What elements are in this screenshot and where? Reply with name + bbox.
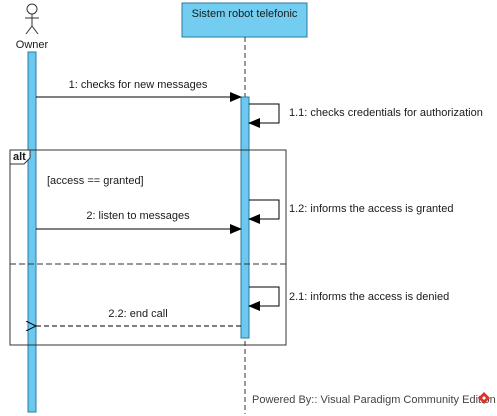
watermark-product: Visual Paradigm Community Edition [320,394,495,406]
owner-activation-bar [27,51,37,413]
message-2-1-label: 2.1: informs the access is denied [289,291,449,303]
message-1-2-arrow [248,199,280,224]
watermark-text: Powered By:: Visual Paradigm Community E… [252,394,496,406]
message-2-1-arrow [248,286,280,311]
message-1-1-arrow [248,103,280,128]
alt-fragment-frame [9,149,287,346]
message-1-2-label: 1.2: informs the access is granted [289,203,453,215]
message-1-1-label: 1.1: checks credentials for authorizatio… [289,107,483,119]
system-activation-bar [240,96,250,339]
system-lifeline-header [181,2,308,38]
message-2-label: 2: listen to messages [86,210,190,222]
system-lifeline-label: Sistem robot telefonic [192,8,298,20]
actor-owner-label: Owner [16,39,49,51]
visual-paradigm-logo-icon [478,392,490,404]
actor-owner-icon [25,3,39,35]
alt-fragment-tab [9,149,31,165]
message-2-2-label: 2.2: end call [108,308,167,320]
message-1-label: 1: checks for new messages [69,79,208,91]
alt-fragment-guard: [access == granted] [47,175,144,187]
watermark-prefix: Powered By:: [252,394,317,406]
alt-fragment-operator: alt [13,151,26,163]
